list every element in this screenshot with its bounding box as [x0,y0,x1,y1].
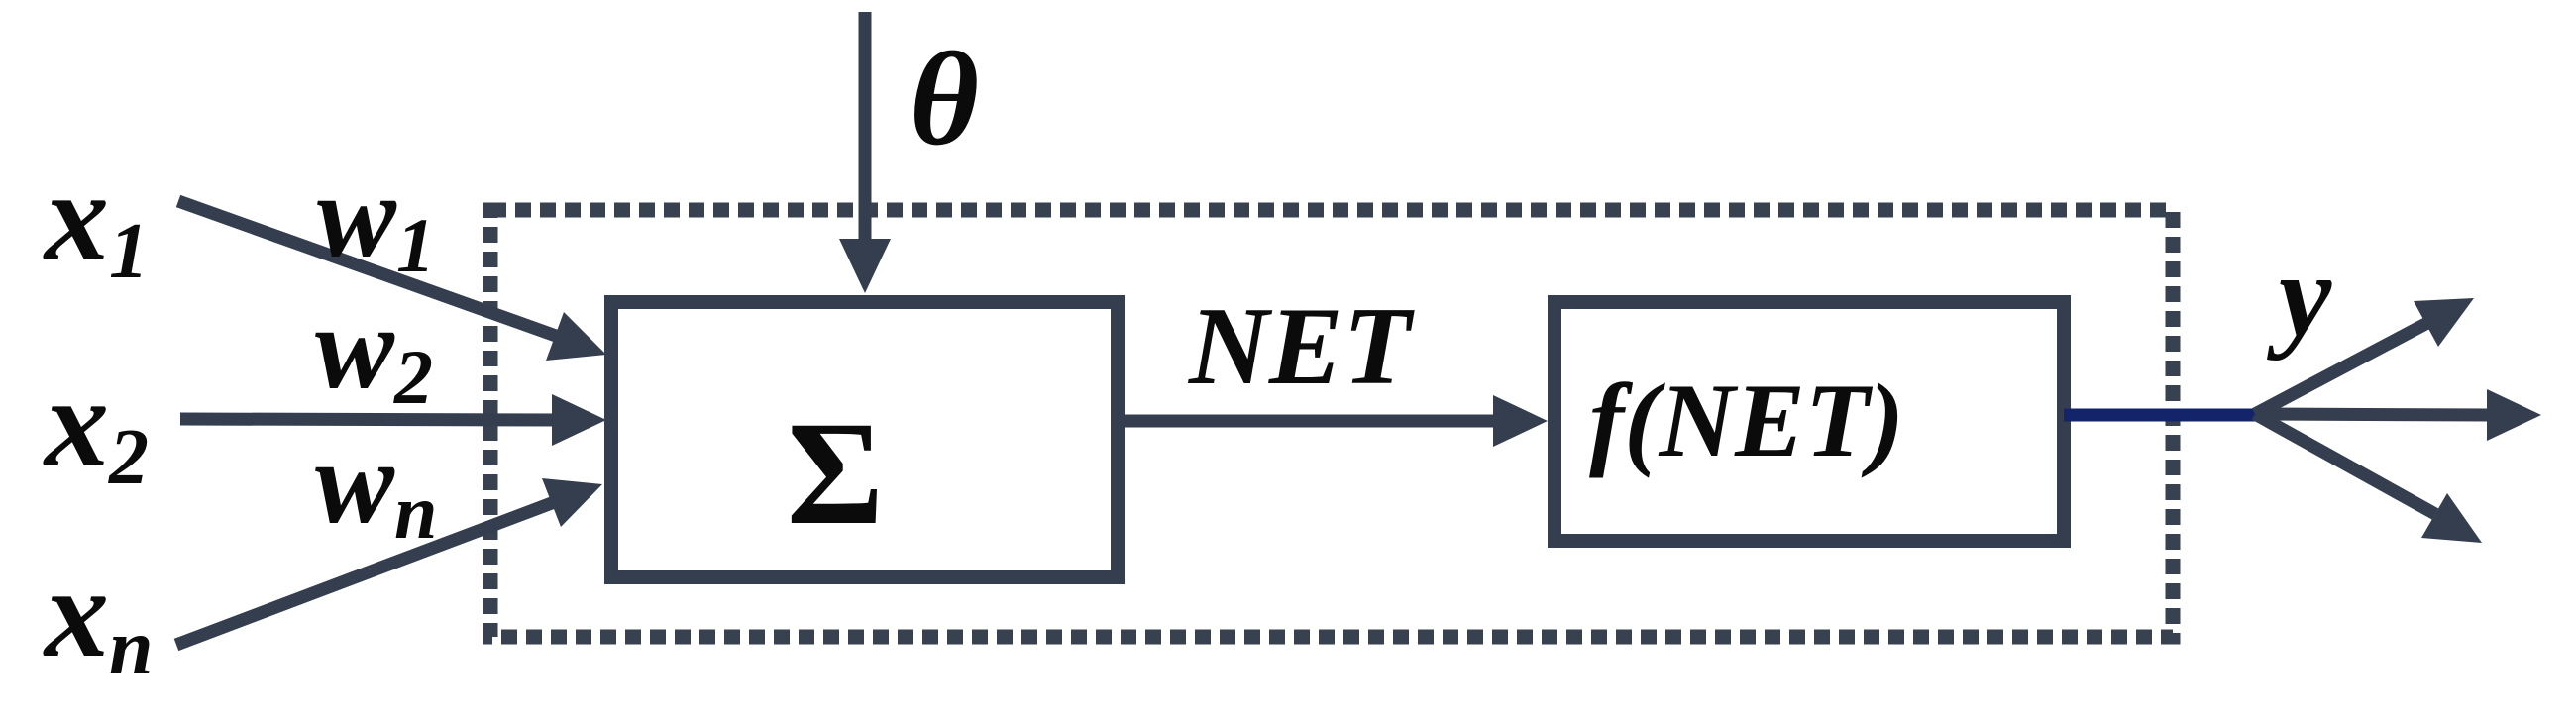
input-x2-arrow [179,394,606,446]
bias-arrowhead-icon [839,239,891,293]
summation-box [604,295,1125,584]
net-arrow [1125,395,1548,447]
output-branch-down-arrow [2251,408,2482,543]
bias-theta-arrow [839,12,891,293]
net-signal-label: NET [1187,285,1416,408]
input-xn-arrowhead-icon [542,478,602,527]
weight-w1-label: w1 [317,150,435,288]
input-xn-arrow [173,478,602,652]
input-x2-arrowhead-icon [552,394,606,446]
input-x2-label: x2 [43,352,149,501]
neuron-boundary-dotted-box [483,202,2181,645]
activation-label: f(NET) [1589,362,1904,478]
input-xn-label: xn [43,542,154,691]
input-x1-arrow [175,194,606,361]
weight-wn-label: wn [315,416,437,555]
input-x1-label: x1 [43,146,149,295]
output-down-arrowhead-icon [2421,493,2482,543]
output-middle-arrowhead-icon [2487,389,2541,441]
output-up-arrowhead-icon [2414,298,2474,347]
weight-w2-label: w2 [315,281,433,420]
output-y-label: y [2266,229,2332,361]
bias-theta-label: θ [910,26,979,173]
summation-label: Σ [787,391,884,556]
output-branch-up-arrow [2251,298,2474,420]
net-arrowhead-icon [1493,395,1548,447]
output-branch-middle-arrow [2254,389,2541,441]
input-x1-arrowhead-icon [546,312,606,361]
